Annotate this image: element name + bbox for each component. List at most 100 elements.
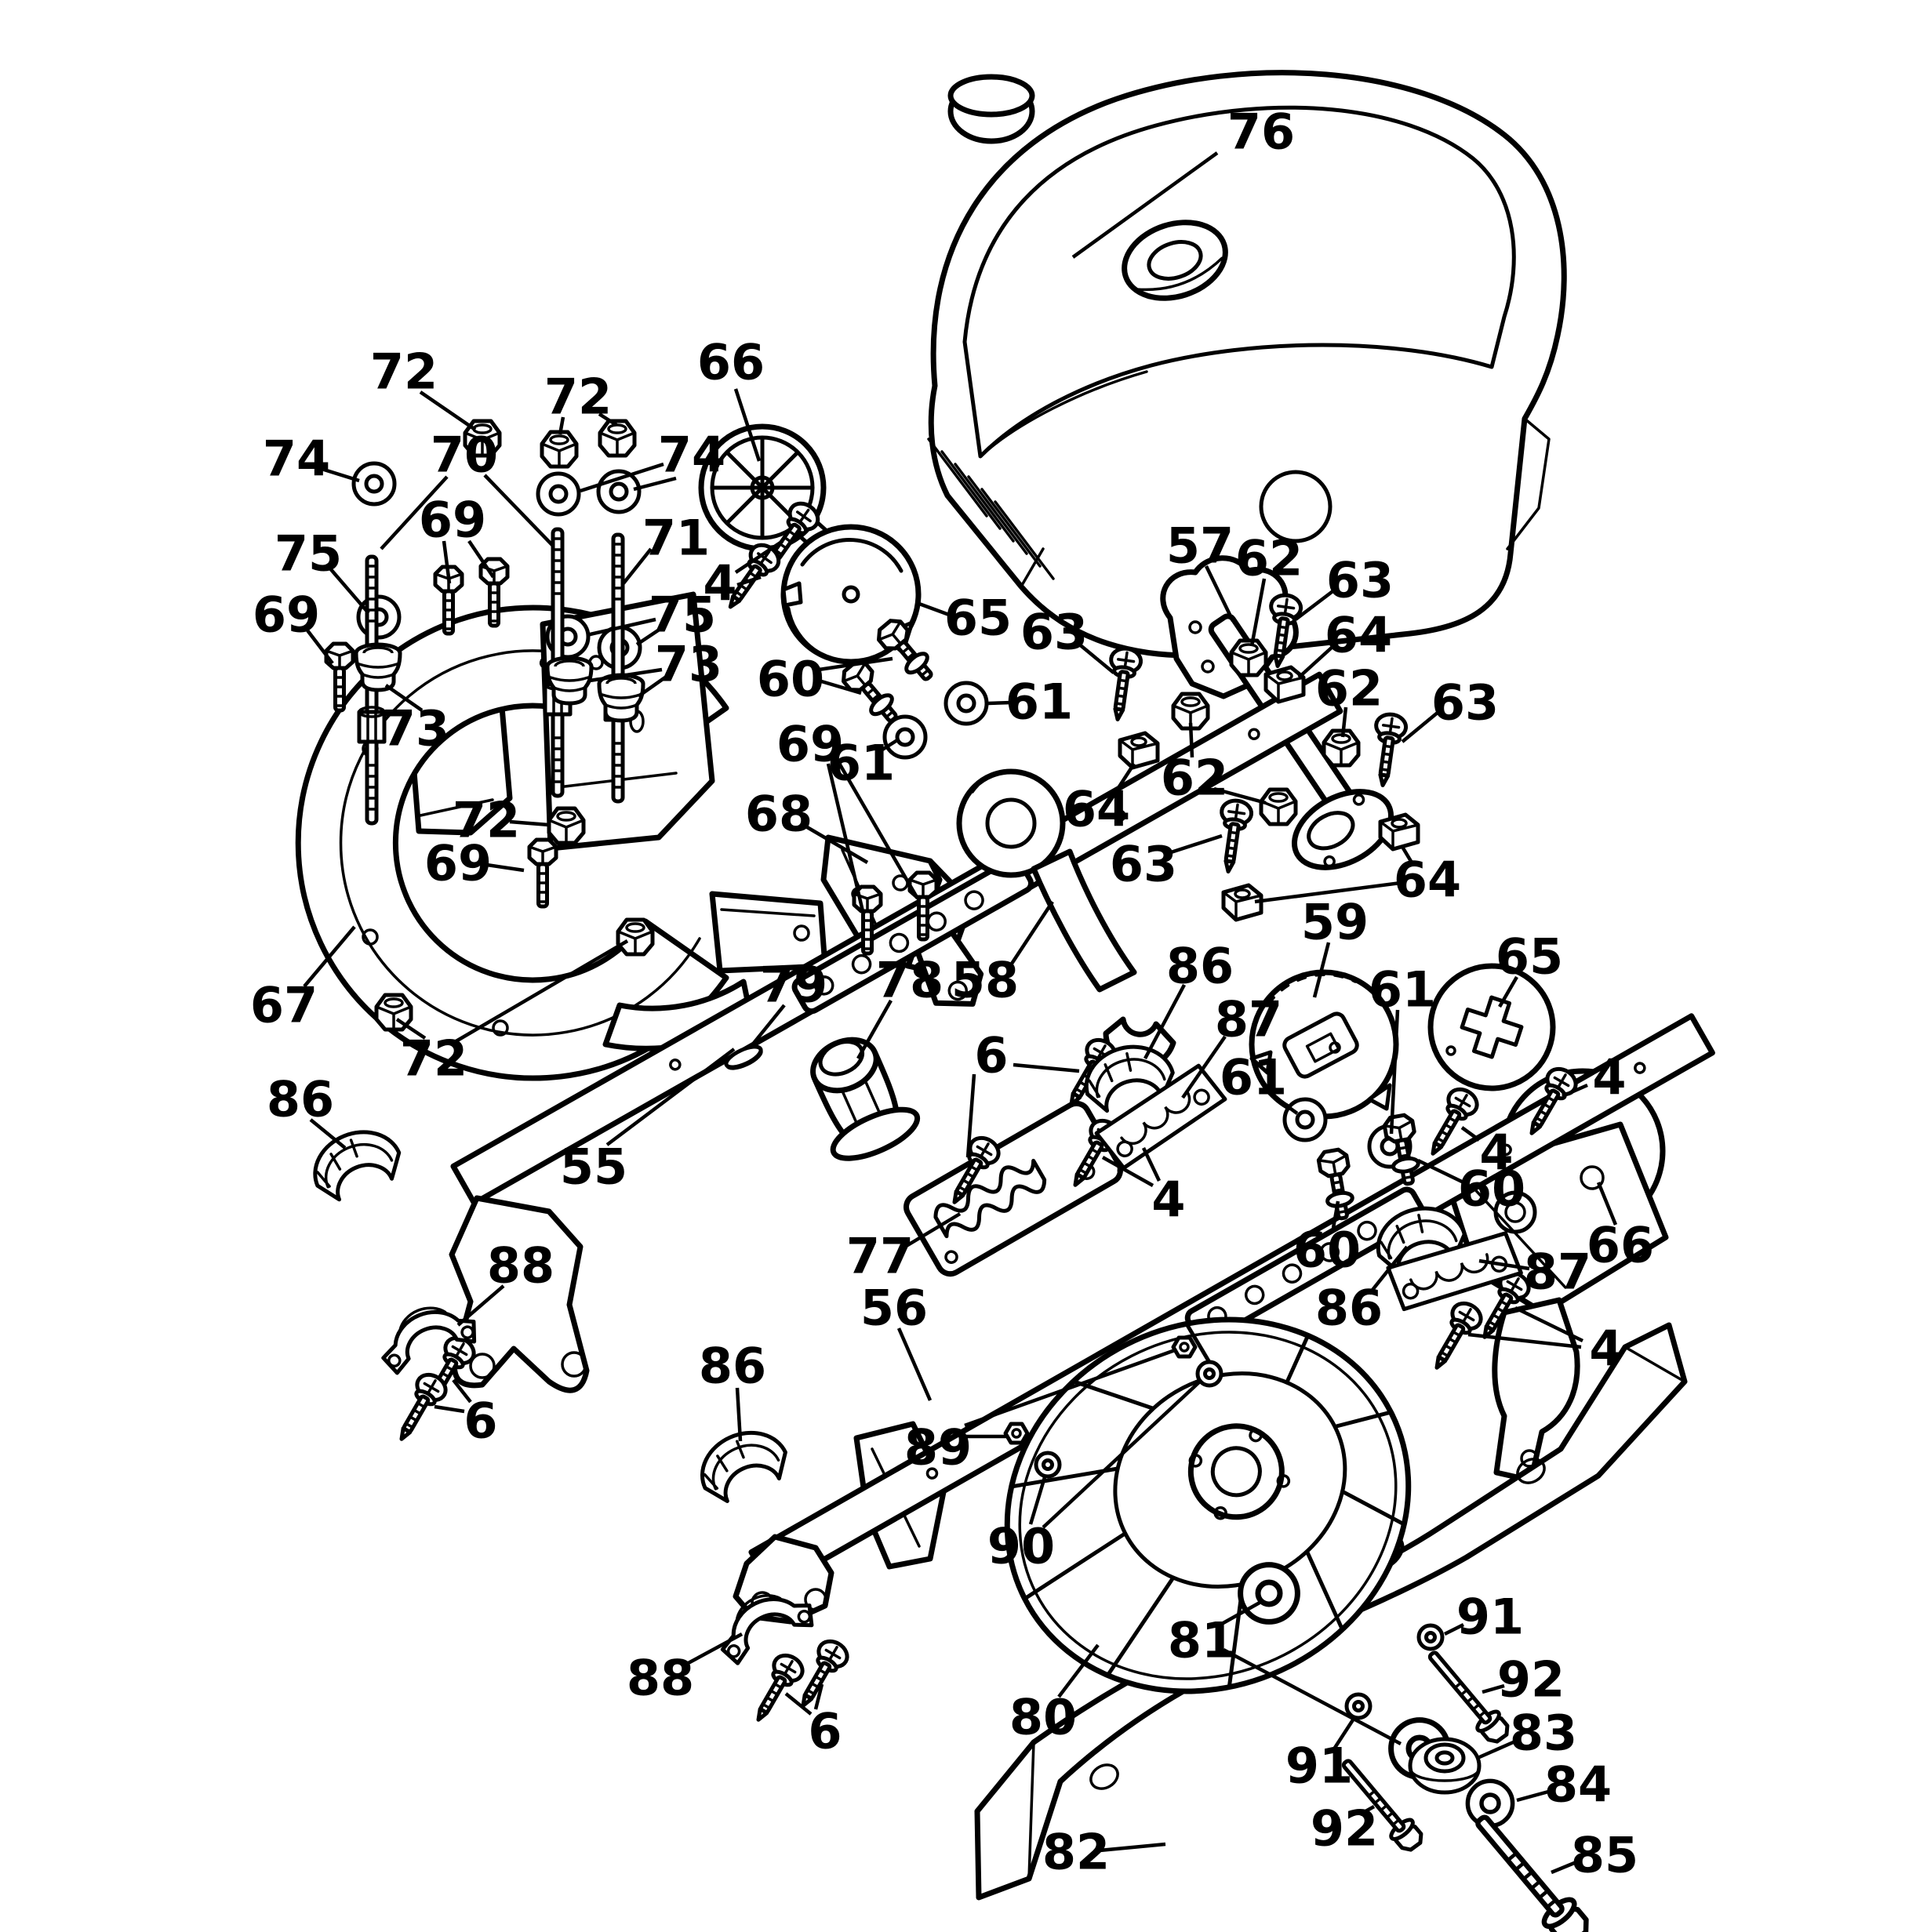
leader-line-66 — [733, 388, 762, 462]
hardware-bearing — [304, 1120, 407, 1205]
leader-line-69 — [467, 539, 495, 579]
leader-line-62 — [1213, 786, 1267, 805]
leader-line-4 — [736, 575, 762, 587]
callout-87: 87 — [1524, 1244, 1591, 1301]
leader-line-72 — [598, 412, 618, 427]
leader-line-72 — [395, 1018, 427, 1040]
callout-55: 55 — [560, 1138, 627, 1196]
leader-line-71 — [622, 547, 653, 585]
callout-4: 4 — [1479, 1124, 1513, 1182]
leader-line-75 — [328, 566, 370, 615]
leader-line-63 — [1294, 588, 1336, 621]
callout-73: 73 — [655, 636, 722, 693]
leader-line-78 — [856, 999, 893, 1060]
callout-81: 81 — [1168, 1612, 1235, 1669]
callout-6: 6 — [808, 1703, 842, 1760]
callout-66: 66 — [697, 334, 765, 391]
leader-line-73 — [637, 676, 667, 698]
leader-line-60 — [818, 678, 862, 695]
callout-63: 63 — [1020, 604, 1088, 661]
callout-72: 72 — [544, 369, 612, 426]
callout-87: 87 — [1215, 991, 1282, 1048]
hardware-bolt60 — [839, 658, 905, 728]
leader-line-4 — [1514, 1306, 1583, 1343]
leader-line-56 — [896, 1327, 933, 1401]
leader-line-75 — [586, 617, 656, 637]
callout-92: 92 — [1311, 1800, 1378, 1858]
callout-62: 62 — [1235, 530, 1303, 587]
leader-line-68 — [802, 823, 869, 864]
callout-72: 72 — [400, 1030, 467, 1088]
leader-line-4 — [1460, 1126, 1481, 1142]
leader-line-92 — [1358, 1805, 1376, 1816]
leader-line-80 — [1057, 1643, 1100, 1698]
hardware-mount — [356, 645, 400, 690]
leader-line-67 — [303, 925, 356, 988]
rail-55 — [449, 671, 1343, 1393]
leader-line-61 — [878, 739, 899, 753]
leader-line-60 — [1331, 1200, 1340, 1229]
leader-line-62 — [1188, 722, 1194, 758]
callout-86: 86 — [267, 1071, 334, 1128]
leader-line-74 — [633, 476, 677, 492]
leader-line-87 — [1478, 1258, 1530, 1271]
leader-line-66 — [1596, 1182, 1618, 1226]
callout-60: 60 — [1458, 1160, 1525, 1218]
leader-line-73 — [589, 667, 663, 683]
callout-89: 89 — [904, 1419, 972, 1476]
leader-line-4 — [1562, 1083, 1588, 1099]
callout-65: 65 — [1496, 928, 1563, 986]
leader-line-90 — [1042, 1378, 1203, 1529]
callout-70: 70 — [431, 427, 498, 484]
hardware-mount — [547, 658, 591, 703]
leader-line-62 — [1340, 706, 1348, 738]
callout-69: 69 — [776, 716, 844, 773]
leader-line-74 — [580, 462, 664, 493]
leader-line-69 — [306, 629, 334, 665]
hardware-washer — [358, 597, 399, 637]
leader-line-63 — [1168, 833, 1223, 855]
callout-63: 63 — [1326, 552, 1394, 609]
hardware-sqnut — [1120, 733, 1158, 768]
leader-line-64 — [1112, 762, 1136, 797]
leader-line-89 — [964, 1348, 1176, 1428]
hardware-nut — [1231, 641, 1266, 675]
hardware-washer — [1285, 1099, 1325, 1140]
leader-line-6 — [965, 1073, 976, 1158]
leader-line-75 — [635, 627, 662, 646]
callout-59: 59 — [1301, 894, 1369, 951]
callout-6: 6 — [464, 1393, 497, 1450]
callout-61: 61 — [827, 735, 895, 792]
leader-line-82 — [1099, 1842, 1166, 1853]
callout-4: 4 — [1151, 1171, 1185, 1229]
leader-line-88 — [682, 1632, 744, 1667]
callout-75: 75 — [275, 525, 342, 583]
callout-91: 91 — [1456, 1589, 1524, 1646]
callout-6: 6 — [974, 1027, 1008, 1084]
callout-86: 86 — [699, 1338, 766, 1395]
callout-60: 60 — [1293, 1222, 1361, 1279]
hardware-washer — [1241, 1565, 1298, 1622]
leader-line-79 — [750, 1004, 786, 1048]
callout-69: 69 — [419, 492, 486, 549]
callout-56: 56 — [860, 1280, 928, 1337]
hardware-screw — [1368, 713, 1407, 787]
callout-92: 92 — [1497, 1651, 1565, 1709]
callout-78: 78 — [876, 952, 944, 1009]
callout-67: 67 — [250, 977, 318, 1034]
leader-line-77 — [904, 1212, 962, 1248]
callout-64: 64 — [1394, 852, 1461, 909]
callout-61: 61 — [1369, 961, 1436, 1019]
callout-66: 66 — [1587, 1217, 1654, 1274]
hardware-screw — [1103, 647, 1142, 721]
leader-line-65 — [1498, 975, 1518, 1008]
callout-82: 82 — [1042, 1824, 1110, 1881]
leader-line-74 — [321, 467, 360, 483]
callout-72: 72 — [453, 792, 520, 849]
leader-line-64 — [1297, 645, 1335, 679]
leader-line-60 — [1417, 1158, 1464, 1185]
leader-line-6 — [813, 1683, 824, 1710]
leader-line-58 — [1009, 900, 1054, 968]
leader-line-6 — [452, 1378, 472, 1404]
